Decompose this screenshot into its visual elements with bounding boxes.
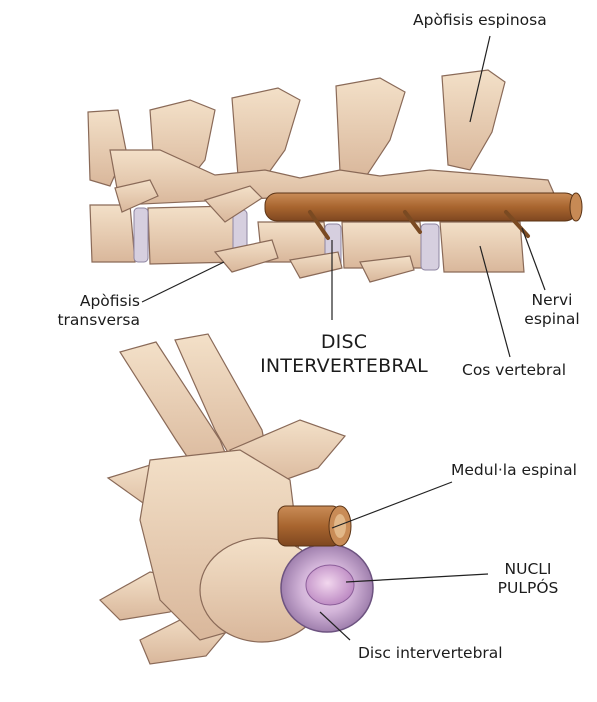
- label-nervi-espinal-line1: Nervi: [522, 291, 582, 310]
- leader-nervi-espinal: [522, 228, 545, 290]
- leader-medul-la-espinal: [332, 482, 452, 528]
- label-nervi-espinal-line2: espinal: [522, 310, 582, 329]
- label-apofisis-espinosa: Apòfisis espinosa: [413, 11, 547, 30]
- oblique-spine-view: [100, 334, 373, 664]
- label-medul-la-espinal: Medul·la espinal: [451, 461, 577, 480]
- label-nucli-pulpos-line2: PULPÓS: [490, 579, 566, 598]
- label-disc-intervertebral-line1: DISC: [246, 330, 442, 354]
- label-disc-intervertebral: DISC INTERVERTEBRAL: [246, 330, 442, 378]
- label-nucli-pulpos: NUCLI PULPÓS: [490, 560, 566, 598]
- label-disc-intervertebral-line2: INTERVERTEBRAL: [246, 354, 442, 378]
- label-apofisis-transversa-line2: transversa: [40, 311, 140, 330]
- label-nervi-espinal: Nervi espinal: [522, 291, 582, 329]
- oblique-spinal-cord: [278, 506, 351, 546]
- lateral-spine-view: [88, 70, 582, 282]
- label-nucli-pulpos-line1: NUCLI: [490, 560, 566, 579]
- label-apofisis-transversa: Apòfisis transversa: [40, 292, 140, 330]
- label-disc-intervertebral-lower: Disc intervertebral: [358, 644, 503, 663]
- label-apofisis-transversa-line1: Apòfisis: [40, 292, 140, 311]
- leader-apofisis-transversa: [142, 262, 224, 302]
- label-cos-vertebral: Cos vertebral: [462, 361, 566, 380]
